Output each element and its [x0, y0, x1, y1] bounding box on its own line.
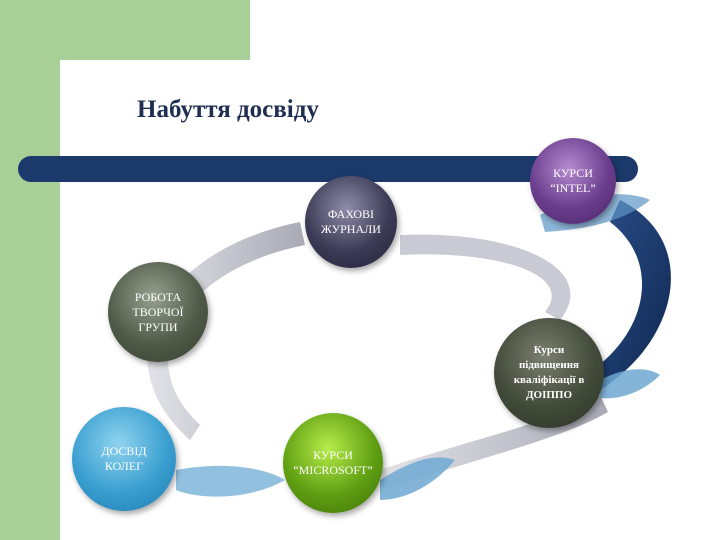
blue-swoosh-bottom — [380, 457, 455, 500]
node-robota-tvorchoi-hrupy: РОБОТА ТВОРЧОЇ ГРУПИ — [108, 262, 208, 362]
node-kursy-intel: КУРСИ “INTEL” — [530, 138, 616, 224]
node-fahovi-zhurnaly: ФАХОВІ ЖУРНАЛИ — [305, 176, 397, 268]
blue-swoosh-bottom-left — [176, 465, 285, 497]
navy-arc — [590, 200, 671, 390]
node-kursy-microsoft: КУРСИ “MICROSOFT” — [283, 413, 383, 513]
node-dosvid-label: ДОСВІД КОЛЕГ — [101, 444, 147, 473]
node-kursy-pidvyshchennia: Курси підвищення кваліфікації в ДОІППО — [494, 318, 604, 428]
node-intel-label: КУРСИ “INTEL” — [550, 166, 596, 195]
node-robota-label: РОБОТА ТВОРЧОЇ ГРУПИ — [132, 289, 184, 334]
green-left-band — [0, 0, 60, 540]
node-microsoft-label: КУРСИ “MICROSOFT” — [293, 448, 373, 477]
slide-title: Набуття досвіду — [137, 96, 319, 123]
node-dosvid-koleh: ДОСВІД КОЛЕГ — [72, 407, 176, 511]
node-kursy-label: Курси підвищення кваліфікації в ДОІППО — [513, 344, 585, 401]
blue-swoosh-right — [600, 369, 660, 399]
node-fahovi-label: ФАХОВІ ЖУРНАЛИ — [321, 207, 381, 236]
grey-arc-inner — [400, 234, 571, 320]
